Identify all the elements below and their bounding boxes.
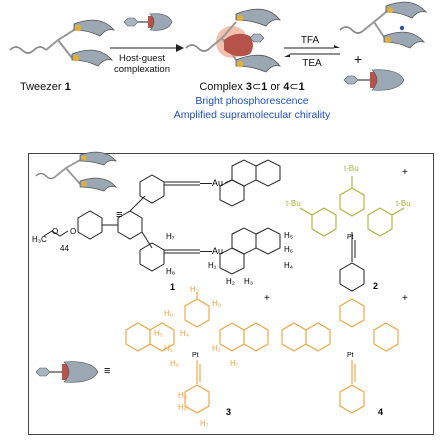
au-label-lower: Au [212, 246, 224, 256]
arrow-label-line1: Host-guest [119, 53, 165, 64]
h-label-3: H₆ [170, 359, 180, 368]
equiv-sign-1: ≡ [116, 209, 123, 221]
h-label-3: H₄ [180, 329, 190, 338]
dissociated-tweezer-graphic [339, 1, 428, 49]
compound-1-structure [43, 159, 281, 275]
top-scheme-graphic [9, 1, 428, 91]
complex-label: Complex 3⊂1 or 4⊂1 [199, 81, 305, 93]
pt-label-2: Pt [347, 234, 354, 241]
compound-3-label: 3 [226, 407, 232, 417]
chain-o1-label: O [52, 227, 59, 236]
h-label-3: H₃ [190, 285, 200, 294]
dissociated-guest-graphic [343, 69, 405, 91]
tea-label: TEA [302, 58, 322, 69]
bright-phosphorescence-text: Bright phosphorescence [195, 95, 309, 107]
pt-label-4: Pt [347, 352, 354, 359]
h-label-3: H₉ [212, 299, 221, 308]
h-label-3: H₁ [164, 344, 173, 353]
amplified-chirality-text: Amplified supramolecular chirality [173, 109, 331, 121]
h-label: H₃ [244, 277, 254, 286]
au-label-upper: Au [212, 178, 224, 188]
tbu-label-left: t-Bu [286, 199, 301, 208]
guest-small-graphic [123, 13, 173, 31]
h-label: H₈ [166, 267, 176, 276]
plus-sign: + [354, 51, 363, 67]
compound-2-label: 2 [373, 281, 379, 291]
tbu-label-right: t-Bu [396, 199, 411, 208]
h-label: H₁ [208, 261, 217, 270]
h-label: H₂ [226, 277, 235, 286]
tweezer-1-graphic [9, 19, 116, 67]
h-label-3: H₇ [230, 359, 239, 368]
arrow-label-line2: complexation [114, 64, 170, 75]
h-label: H₆ [284, 245, 294, 254]
equiv-sign-2: ≡ [104, 365, 111, 377]
h-label-3: H₈ [164, 309, 174, 318]
charge-4: + [402, 293, 408, 304]
h-label-3-bottom: H₈ [178, 391, 188, 400]
compound-4-structure [281, 298, 399, 414]
charge-3: + [264, 293, 270, 304]
compound-1-label: 1 [170, 282, 176, 292]
tweezer-label: Tweezer 1 [20, 81, 71, 93]
h-label-3-bottom: H₉ [178, 403, 187, 412]
panel-tweezer-icon [35, 151, 117, 192]
compound-2-structure [299, 176, 405, 237]
charge-2: + [402, 167, 408, 178]
compound-3-structure [125, 292, 269, 414]
panel-guest-icon [35, 361, 99, 383]
tbu-label-top: t-Bu [344, 164, 359, 173]
chain-n-label: 44 [60, 244, 69, 253]
chain-o2-label: O [70, 227, 77, 236]
h-label: H₇ [166, 232, 175, 241]
h-label: H₅ [284, 231, 293, 240]
compound-4-label: 4 [378, 407, 384, 417]
h-label-3: H₅ [154, 329, 163, 338]
chain-left-label: H₃C [32, 235, 47, 244]
complex-graphic [185, 8, 282, 73]
structures-panel [28, 153, 434, 435]
h-label-3-bottom: H₇ [200, 419, 209, 428]
tfa-label: TFA [300, 35, 320, 46]
h-label: H₄ [284, 261, 294, 270]
pt-label-3: Pt [192, 352, 199, 359]
h-label-3: H₂ [212, 344, 221, 353]
